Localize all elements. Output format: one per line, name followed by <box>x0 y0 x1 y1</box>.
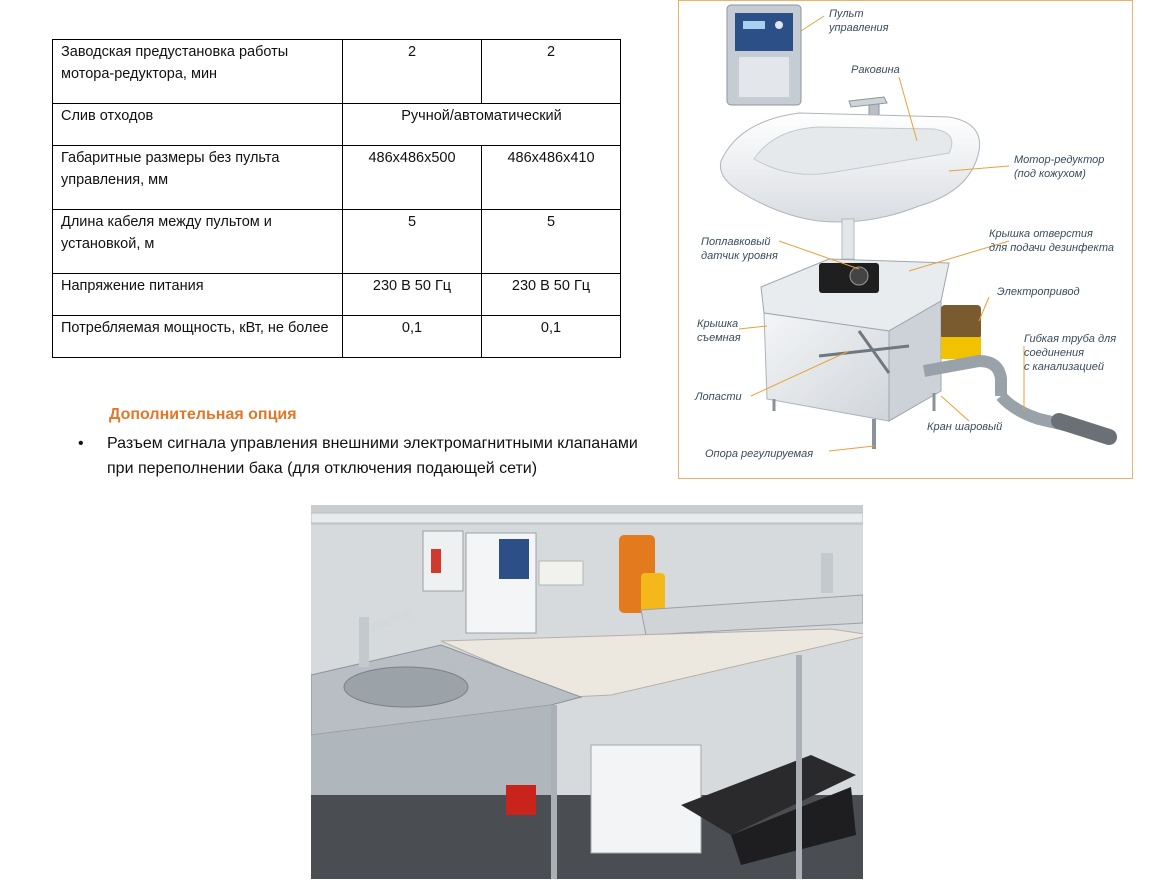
photo-drawing <box>311 505 863 879</box>
leader-lines <box>738 15 1025 452</box>
option-heading: Дополнительная опция <box>109 406 297 423</box>
bullet-icon: • <box>78 435 84 452</box>
value-cell: 0,1 <box>481 315 621 358</box>
value-cell: Ручной/автоматический <box>342 103 621 146</box>
diagram-drawing: Пульт управления Раковина Мотор-редуктор… <box>694 4 1119 460</box>
device-diagram: Пульт управления Раковина Мотор-редуктор… <box>678 0 1133 479</box>
value-cell: 2 <box>342 39 482 104</box>
label-float-sensor: Поплавковый датчик уровня <box>701 236 778 262</box>
label-ball-valve: Кран шаровый <box>927 421 1002 433</box>
table-row: Слив отходов Ручной/автоматический <box>52 103 621 146</box>
label-blades: Лопасти <box>694 391 742 403</box>
control-panel-illustration <box>726 4 802 106</box>
label-flex-pipe: Гибкая труба для соединения с канализаци… <box>1024 333 1119 373</box>
value-cell: 5 <box>481 209 621 274</box>
value-cell: 486x486x500 <box>342 145 482 210</box>
installation-photo <box>311 505 863 879</box>
value-cell: 0,1 <box>342 315 482 358</box>
row-label: Слив отходов <box>52 103 343 146</box>
label-support: Опора регулируемая <box>705 448 813 460</box>
label-control-panel: Пульт управления <box>828 8 889 34</box>
value-cell: 2 <box>481 39 621 104</box>
value-cell: 5 <box>342 209 482 274</box>
label-lid-hole: Крышка отверстия для подачи дезинфекта <box>989 228 1114 254</box>
value-cell: 486x486x410 <box>481 145 621 210</box>
value-cell: 230 В 50 Гц <box>481 273 621 316</box>
option-text: Разъем сигнала управления внешними элект… <box>107 435 638 477</box>
label-actuator: Электропривод <box>997 286 1080 298</box>
sink-illustration <box>719 112 981 260</box>
value-cell: 230 В 50 Гц <box>342 273 482 316</box>
label-sink: Раковина <box>851 64 900 76</box>
actuator-illustration <box>922 305 1117 445</box>
tank-illustration <box>760 258 950 449</box>
label-motor: Мотор-редуктор (под кожухом) <box>1014 154 1107 180</box>
table-row: Напряжение питания 230 В 50 Гц 230 В 50 … <box>52 273 621 316</box>
row-label: Напряжение питания <box>52 273 343 316</box>
table-row: Потребляемая мощность, кВт, не более 0,1… <box>52 315 621 358</box>
label-cover: Крышка съемная <box>697 318 741 344</box>
row-label: Потребляемая мощность, кВт, не более <box>52 315 343 358</box>
